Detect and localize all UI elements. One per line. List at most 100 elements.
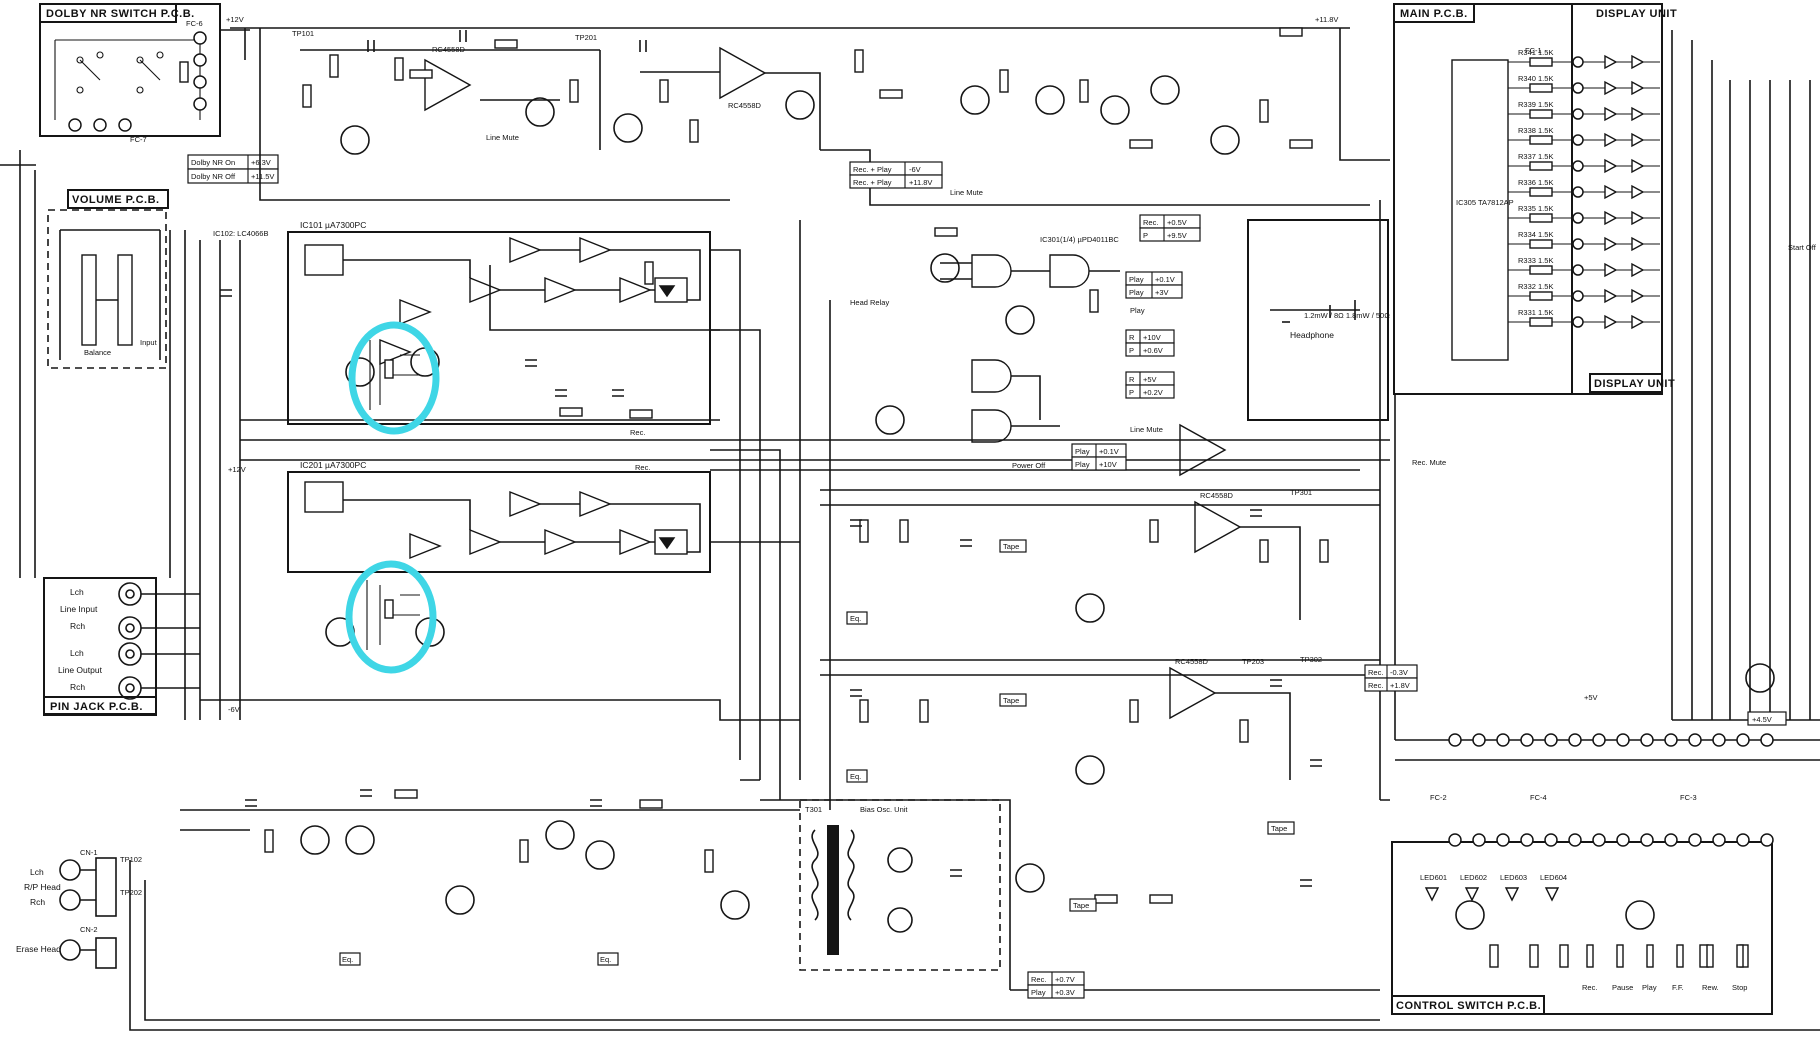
highlight-rings bbox=[345, 321, 440, 674]
connector-node bbox=[1688, 733, 1702, 747]
svg-text:Start Off: Start Off bbox=[1788, 243, 1817, 252]
connector-node bbox=[1664, 833, 1678, 847]
svg-text:+10V: +10V bbox=[1143, 333, 1161, 342]
led-label: LED604 bbox=[1540, 873, 1567, 882]
svg-text:+12V: +12V bbox=[228, 465, 246, 474]
dolby-state-tags: Dolby NR On +6.3V Dolby NR Off +11.5V bbox=[187, 154, 279, 184]
ic201-block: IC201 µA7300PC bbox=[287, 460, 711, 573]
display-resistor-label: R340 1.5K bbox=[1518, 74, 1553, 83]
ring-internals bbox=[366, 340, 420, 650]
svg-text:Play: Play bbox=[1129, 275, 1144, 284]
svg-text:Line Mute: Line Mute bbox=[950, 188, 983, 197]
svg-text:+1.8V: +1.8V bbox=[1390, 681, 1410, 690]
main-board: MAIN P.C.B. IC305 TA7812AP FC-1 bbox=[1393, 3, 1573, 395]
led-diode bbox=[1631, 132, 1645, 148]
display-node bbox=[1572, 186, 1584, 198]
led-diode bbox=[1631, 184, 1645, 200]
connector-node bbox=[1592, 833, 1606, 847]
dolby-nr-switch-title: DOLBY NR SWITCH P.C.B. bbox=[46, 8, 195, 20]
svg-text:+0.7V: +0.7V bbox=[1055, 975, 1075, 984]
display-resistor-label: R338 1.5K bbox=[1518, 126, 1553, 135]
capacitors bbox=[220, 30, 1322, 887]
control-switch-title: CONTROL SWITCH P.C.B. bbox=[1396, 1000, 1541, 1012]
display-resistor-label: R334 1.5K bbox=[1518, 230, 1553, 239]
display-resistor bbox=[1529, 213, 1553, 223]
connector-node bbox=[1616, 833, 1630, 847]
svg-text:+5V: +5V bbox=[1584, 693, 1598, 702]
svg-text:R/P Head: R/P Head bbox=[24, 882, 61, 892]
led-diode bbox=[1604, 210, 1618, 226]
svg-text:Rec.: Rec. bbox=[1368, 668, 1383, 677]
display-node bbox=[1572, 238, 1584, 250]
svg-text:Play: Play bbox=[1075, 460, 1090, 469]
display-resistor-label: R337 1.5K bbox=[1518, 152, 1553, 161]
svg-text:TP202: TP202 bbox=[120, 888, 142, 897]
svg-text:+9.5V: +9.5V bbox=[1167, 231, 1187, 240]
svg-text:Rec.: Rec. bbox=[635, 463, 650, 472]
volume-title: VOLUME P.C.B. bbox=[72, 194, 160, 206]
svg-text:TP201: TP201 bbox=[575, 33, 597, 42]
svg-text:Tape: Tape bbox=[1003, 696, 1019, 705]
connector-node bbox=[1712, 833, 1726, 847]
svg-text:+0.3V: +0.3V bbox=[1055, 988, 1075, 997]
display-resistor bbox=[1529, 109, 1553, 119]
svg-text:+11.8V: +11.8V bbox=[909, 178, 932, 187]
control-switch-label: Rew. bbox=[1702, 983, 1719, 992]
display-resistor bbox=[1529, 57, 1553, 67]
svg-text:+11.8V: +11.8V bbox=[1315, 15, 1338, 24]
led-diode bbox=[1604, 184, 1618, 200]
connector-node bbox=[1760, 833, 1774, 847]
led-diode bbox=[1631, 106, 1645, 122]
display-resistor bbox=[1529, 135, 1553, 145]
svg-text:Rec.: Rec. bbox=[1368, 681, 1383, 690]
svg-text:TP102: TP102 bbox=[120, 855, 142, 864]
led-diode bbox=[1631, 210, 1645, 226]
led-diode bbox=[1631, 262, 1645, 278]
svg-text:Rch: Rch bbox=[30, 897, 45, 907]
control-switch bbox=[1676, 944, 1684, 968]
connector-node bbox=[1640, 833, 1654, 847]
dolby-switch-nodes bbox=[68, 31, 207, 132]
svg-text:CN-1: CN-1 bbox=[80, 848, 98, 857]
connector-node bbox=[1520, 833, 1534, 847]
bias-osc-label: Bias Osc. Unit bbox=[860, 805, 908, 814]
display-resistor-label: R339 1.5K bbox=[1518, 100, 1553, 109]
control-switch bbox=[1706, 944, 1714, 968]
svg-text:Dolby NR Off: Dolby NR Off bbox=[191, 172, 236, 181]
ic101-block: IC101 µA7300PC bbox=[287, 220, 720, 425]
input-label: Input bbox=[140, 338, 158, 347]
svg-text:Line Input: Line Input bbox=[60, 604, 98, 614]
led-diode bbox=[1464, 887, 1480, 902]
svg-text:CN-2: CN-2 bbox=[80, 925, 98, 934]
connector-node bbox=[1664, 733, 1678, 747]
display-resistor-label: R335 1.5K bbox=[1518, 204, 1553, 213]
bias-osc-unit: Bias Osc. Unit T301 bbox=[799, 799, 1001, 971]
headphone-spec: 1.2mW / 8Ω 1.8mW / 50Ω bbox=[1304, 311, 1390, 320]
svg-text:Play: Play bbox=[1130, 306, 1145, 315]
connector-node bbox=[1712, 733, 1726, 747]
display-resistor-label: R333 1.5K bbox=[1518, 256, 1553, 265]
connector-node bbox=[1688, 833, 1702, 847]
svg-text:Rec. + Play: Rec. + Play bbox=[853, 178, 892, 187]
highlight-ring-lower bbox=[345, 560, 437, 674]
led-diode bbox=[1604, 54, 1618, 70]
display-node bbox=[1572, 316, 1584, 328]
svg-text:+4.5V: +4.5V bbox=[1752, 715, 1772, 724]
svg-text:TP301: TP301 bbox=[1290, 488, 1312, 497]
display-resistor-label: R332 1.5K bbox=[1518, 282, 1553, 291]
svg-text:+0.1V: +0.1V bbox=[1099, 447, 1119, 456]
svg-text:IC305 TA7812AP: IC305 TA7812AP bbox=[1456, 198, 1514, 207]
display-node bbox=[1572, 160, 1584, 172]
svg-text:Erase Head: Erase Head bbox=[16, 944, 61, 954]
svg-text:R: R bbox=[1129, 333, 1135, 342]
ic101-label: IC101 µA7300PC bbox=[300, 220, 366, 230]
svg-text:Line Output: Line Output bbox=[58, 665, 103, 675]
led-diode bbox=[1604, 314, 1618, 330]
led-diode bbox=[1604, 132, 1618, 148]
svg-text:TP203: TP203 bbox=[1242, 657, 1264, 666]
control-switch-label: Rec. bbox=[1582, 983, 1597, 992]
pin-jack-title: PIN JACK P.C.B. bbox=[50, 701, 143, 713]
svg-text:TP101: TP101 bbox=[292, 29, 314, 38]
connector-node bbox=[1472, 733, 1486, 747]
